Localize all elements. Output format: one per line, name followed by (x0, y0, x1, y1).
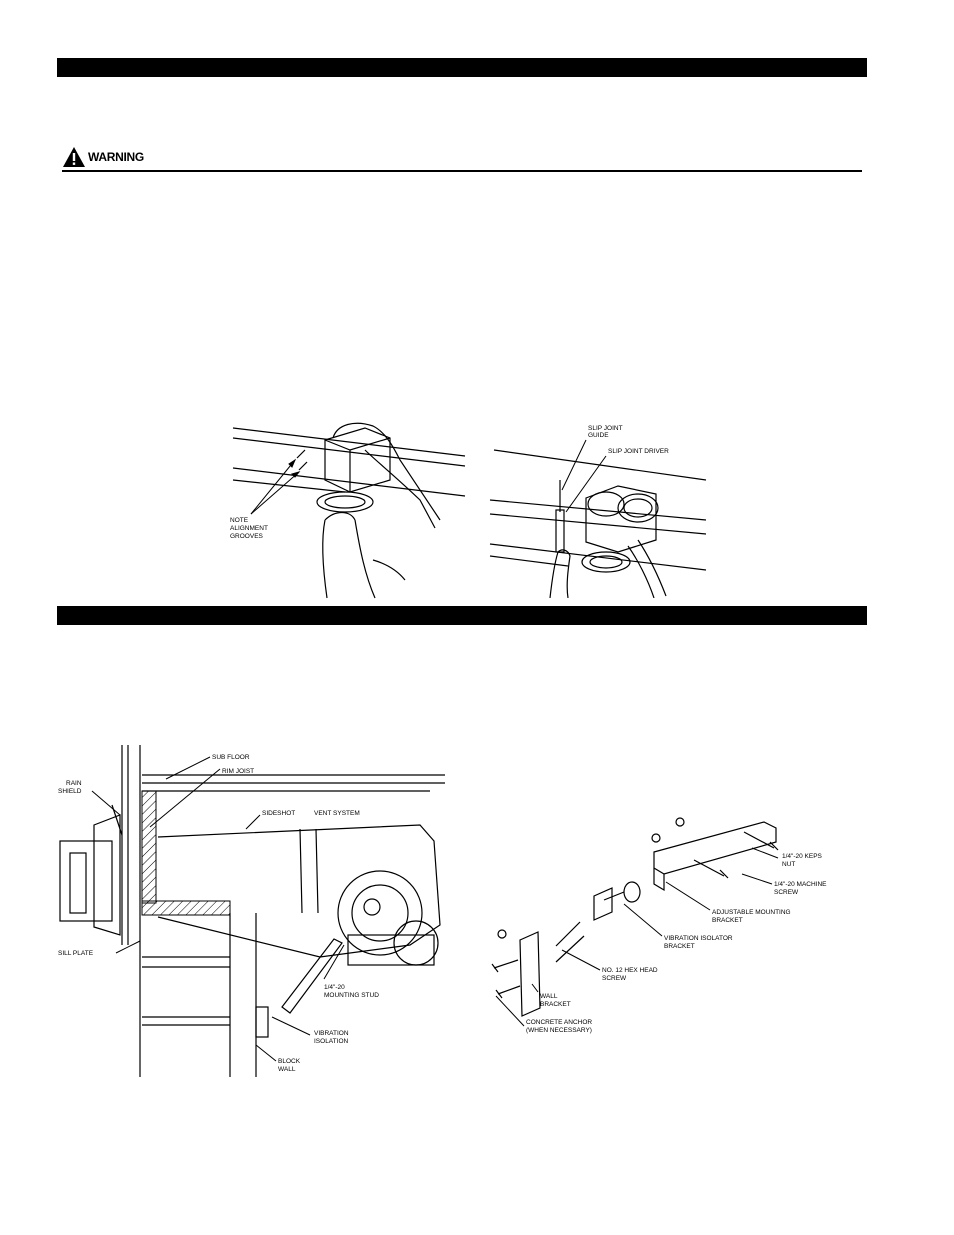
label-hex-head: NO. 12 HEX HEAD (602, 967, 658, 974)
label-keps-nut: 1/4"-20 KEPS (782, 853, 823, 860)
label-wall: WALL (540, 993, 558, 1000)
callout-slip-joint-driver: SLIP JOINT DRIVER (608, 448, 669, 455)
label-vibration-isolator: VIBRATION ISOLATOR (664, 935, 733, 942)
label-wall-bracket: BRACKET (540, 1001, 571, 1008)
label-hex-screw: SCREW (602, 975, 627, 982)
label-wall: WALL (278, 1066, 296, 1073)
installation-section-illustration: SUB FLOOR RIM JOIST RAIN SHIELD SIDESHOT… (58, 745, 445, 1077)
callout-alignment: ALIGNMENT (230, 525, 268, 532)
label-adjustable-mounting: ADJUSTABLE MOUNTING (712, 909, 791, 916)
callout-note: NOTE (230, 517, 249, 524)
label-sill-plate: SILL PLATE (58, 950, 94, 957)
warning-triangle-icon (63, 147, 85, 167)
label-nut: NUT (782, 861, 795, 868)
figure-bracket-exploded: 1/4"-20 KEPS NUT 1/4"-20 MACHINE SCREW A… (484, 812, 884, 1042)
label-screw: SCREW (774, 889, 799, 896)
label-block: BLOCK (278, 1058, 301, 1065)
figure-installation-section: SUB FLOOR RIM JOIST RAIN SHIELD SIDESHOT… (50, 745, 452, 1077)
label-shield: SHIELD (58, 788, 82, 795)
label-isolation: ISOLATION (314, 1038, 348, 1045)
callout-slip-joint-guide-1: SLIP JOINT (588, 425, 623, 432)
label-isolator-bracket: BRACKET (664, 943, 695, 950)
label-stud-size: 1/4"-20 (324, 984, 345, 991)
slip-joint-illustration: SLIP JOINT GUIDE SLIP JOINT DRIVER (489, 425, 707, 598)
figure-alignment-grooves: NOTE ALIGNMENT GROOVES (225, 410, 470, 600)
label-concrete-anchor: CONCRETE ANCHOR (526, 1019, 592, 1026)
label-vent-system: VENT SYSTEM (314, 810, 360, 817)
label-sub-floor: SUB FLOOR (212, 754, 250, 761)
warning-heading: WARNING (62, 146, 862, 172)
label-machine-screw: 1/4"-20 MACHINE (774, 881, 827, 888)
label-vibration: VIBRATION (314, 1030, 349, 1037)
label-sideshot: SIDESHOT (262, 810, 295, 817)
section-header-bar-top (57, 58, 867, 77)
callout-grooves: GROOVES (230, 533, 264, 540)
label-rim-joist: RIM JOIST (222, 768, 254, 775)
warning-label: WARNING (88, 150, 144, 164)
callout-slip-joint-guide-2: GUIDE (588, 432, 609, 439)
section-header-bar-bottom (57, 606, 867, 625)
label-when-necessary: (WHEN NECESSARY) (526, 1027, 592, 1034)
bracket-exploded-illustration: 1/4"-20 KEPS NUT 1/4"-20 MACHINE SCREW A… (491, 817, 827, 1034)
figure-slip-joint-driver: SLIP JOINT GUIDE SLIP JOINT DRIVER (488, 420, 710, 598)
alignment-illustration: NOTE ALIGNMENT GROOVES (230, 422, 466, 599)
label-rain: RAIN (66, 780, 82, 787)
label-mounting-stud: MOUNTING STUD (324, 992, 379, 999)
label-adjustable-bracket: BRACKET (712, 917, 743, 924)
